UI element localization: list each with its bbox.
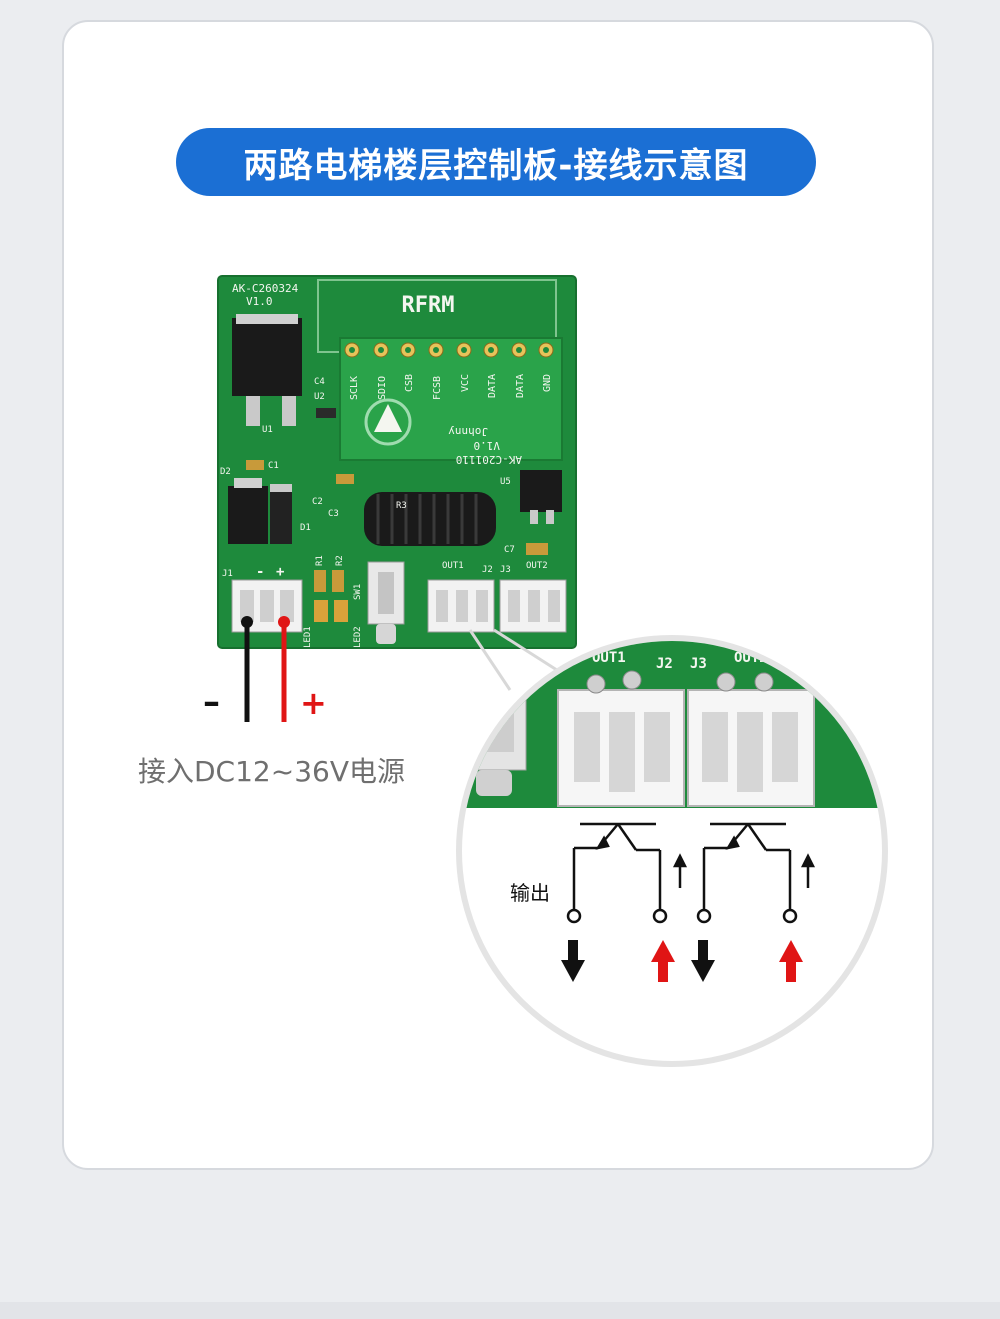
positive-label: +: [300, 684, 327, 722]
down-arrow-icon: [691, 940, 715, 982]
pin-vcc: VCC: [460, 374, 471, 392]
bottom-band: [0, 1302, 1000, 1319]
label-u5: U5: [500, 477, 511, 487]
j1-plus-silk: +: [276, 564, 284, 580]
label-j2: J2: [482, 565, 493, 575]
pin-fcsb: FCSB: [432, 376, 443, 400]
label-c3: C3: [328, 509, 339, 519]
zoom-label-out1: OUT1: [592, 650, 626, 666]
tact-switch: [367, 561, 405, 644]
label-j3: J3: [500, 565, 511, 575]
up-arrow-icon: [779, 940, 803, 982]
board-version: V1.0: [246, 295, 273, 308]
module-model: AK-C201110: [456, 453, 522, 466]
page-title: 两路电梯楼层控制板-接线示意图: [176, 128, 816, 196]
power-input-label: 接入DC12~36V电源: [138, 755, 405, 788]
shield-label: RFRM: [402, 293, 455, 318]
zoom-callout: OUT1 J2 J3 OUT2: [456, 628, 888, 1067]
label-led2: LED2: [353, 626, 363, 648]
pin-data-1: DATA: [487, 374, 498, 398]
label-out1: OUT1: [442, 561, 464, 571]
label-out2: OUT2: [526, 561, 548, 571]
down-arrow-icon: [561, 940, 585, 982]
zoom-label-j2: J2: [656, 656, 673, 672]
pcb-board: RFRM AK-C260324 V1.0 U1 C4 U2 D2 C1 D1 C…: [217, 275, 577, 649]
pin-csb: CSB: [404, 374, 415, 392]
label-j1: J1: [222, 569, 233, 579]
module-logo-icon: [364, 398, 412, 446]
rf-module: SCLK SDIO CSB FCSB VCC DATA DATA GND Joh…: [339, 337, 563, 466]
label-led1: LED1: [303, 626, 313, 648]
board-model: AK-C260324: [232, 282, 299, 295]
pin-data-2: DATA: [515, 374, 526, 398]
power-wires: [241, 616, 290, 722]
j3-output-connector: [499, 579, 567, 633]
zoom-label-j3: J3: [690, 656, 707, 672]
output-label: 输出: [510, 881, 550, 905]
label-u1: U1: [262, 425, 273, 435]
j2-output-connector: [427, 579, 495, 633]
pin-sclk: SCLK: [349, 376, 360, 400]
label-sw1: SW1: [353, 584, 363, 600]
antenna-coil: [364, 492, 496, 546]
label-r1: R1: [315, 555, 325, 566]
j1-minus-silk: -: [256, 564, 264, 580]
label-u2: U2: [314, 392, 325, 402]
up-arrow-icon: [651, 940, 675, 982]
label-r3: R3: [396, 501, 407, 511]
label-r2: R2: [335, 555, 345, 566]
label-d2: D2: [220, 467, 231, 477]
output-schematic-1: [566, 822, 688, 924]
label-d1: D1: [300, 523, 311, 533]
negative-label: –: [203, 682, 220, 722]
label-c7: C7: [504, 545, 515, 555]
output-schematic-2: [696, 822, 816, 924]
module-version: V1.0: [474, 439, 501, 452]
label-c1: C1: [268, 461, 279, 471]
module-author: Johnny: [448, 425, 488, 438]
pin-sdio: SDIO: [377, 376, 388, 400]
label-c2: C2: [312, 497, 323, 507]
label-c4: C4: [314, 377, 325, 387]
pin-gnd: GND: [542, 374, 553, 392]
